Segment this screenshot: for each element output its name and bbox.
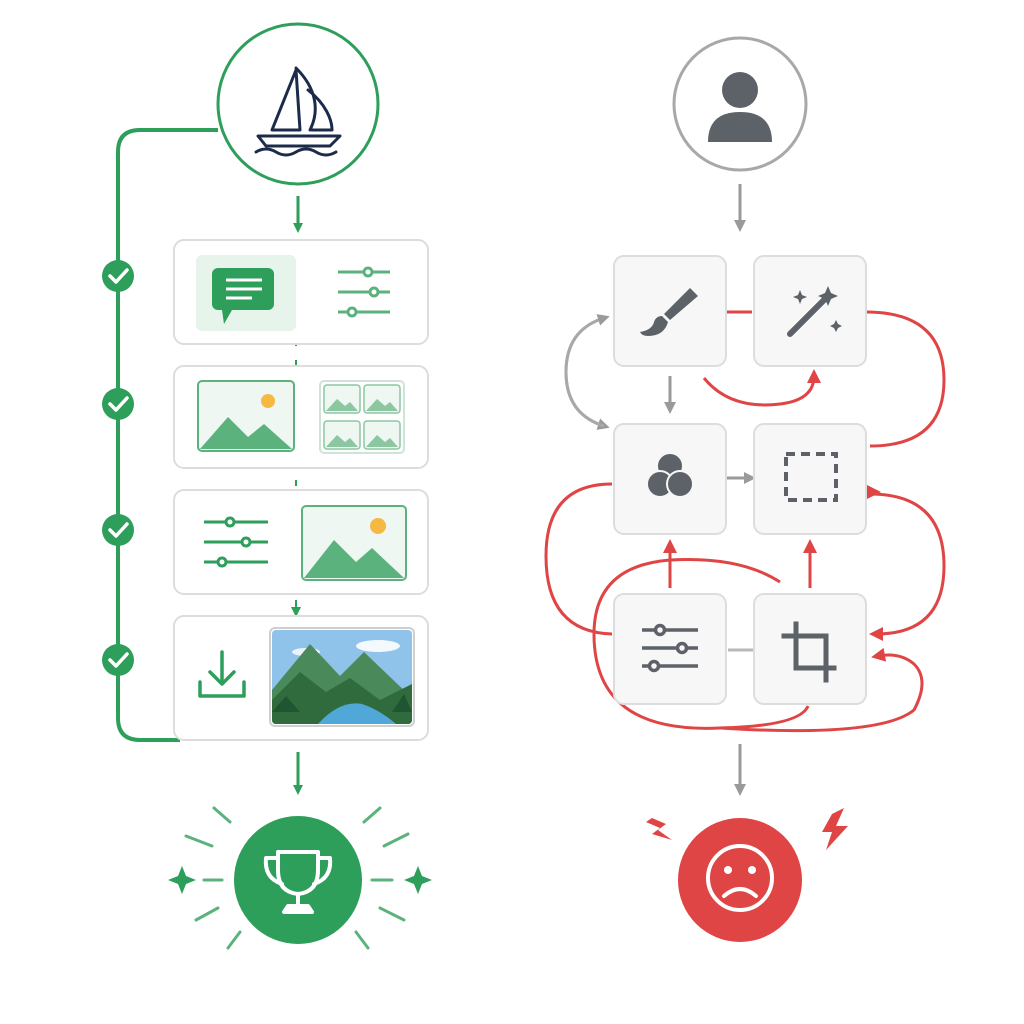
lightning-icon xyxy=(646,818,672,840)
tool-tile-brush[interactable] xyxy=(613,255,727,367)
step-check-2 xyxy=(102,388,134,420)
image-grid-icon xyxy=(319,380,405,454)
check-icon xyxy=(108,396,129,412)
check-icon xyxy=(108,652,129,668)
right-flow xyxy=(544,36,946,942)
step-card-1[interactable] xyxy=(173,239,429,345)
sliders-icon xyxy=(204,516,268,568)
chat-bubble-icon xyxy=(212,268,274,324)
sliders-icon xyxy=(642,623,698,673)
sparkle-icon xyxy=(404,866,432,894)
sad-face-icon xyxy=(706,844,774,912)
sparkle-icon xyxy=(168,866,196,894)
crop-icon xyxy=(781,621,837,683)
trophy-icon xyxy=(263,850,333,914)
step-check-4 xyxy=(102,644,134,676)
tool-tile-crop[interactable] xyxy=(753,593,867,705)
gray-loop-connector xyxy=(564,316,610,430)
left-flow-connector-line xyxy=(116,128,218,742)
start-user-node xyxy=(672,36,808,172)
check-icon xyxy=(108,268,129,284)
step-check-3 xyxy=(102,514,134,546)
download-icon xyxy=(198,650,246,698)
landscape-photo-icon xyxy=(269,627,415,727)
user-icon xyxy=(708,72,772,142)
paintbrush-icon xyxy=(640,288,698,336)
success-result xyxy=(168,806,432,950)
image-icon xyxy=(301,505,407,581)
red-loop-arrows xyxy=(544,305,946,733)
step-check-1 xyxy=(102,260,134,292)
left-flow xyxy=(102,22,432,950)
tool-tile-select[interactable] xyxy=(753,423,867,535)
image-icon xyxy=(197,380,295,452)
color-blend-icon xyxy=(646,452,694,498)
step-card-3[interactable] xyxy=(173,489,429,595)
sailboat-icon xyxy=(254,66,342,157)
lightning-icon xyxy=(822,808,848,850)
sliders-icon xyxy=(338,266,390,318)
step-card-2[interactable] xyxy=(173,365,429,469)
tool-tile-adjust[interactable] xyxy=(613,593,727,705)
start-node xyxy=(216,22,380,186)
step-card-4[interactable] xyxy=(173,615,429,741)
failure-result xyxy=(646,808,848,942)
selection-icon xyxy=(784,452,838,502)
magic-wand-icon xyxy=(787,286,842,337)
celebration-rays xyxy=(184,806,410,950)
check-icon xyxy=(108,522,129,538)
tool-tile-blend[interactable] xyxy=(613,423,727,535)
tool-tile-wand[interactable] xyxy=(753,255,867,367)
